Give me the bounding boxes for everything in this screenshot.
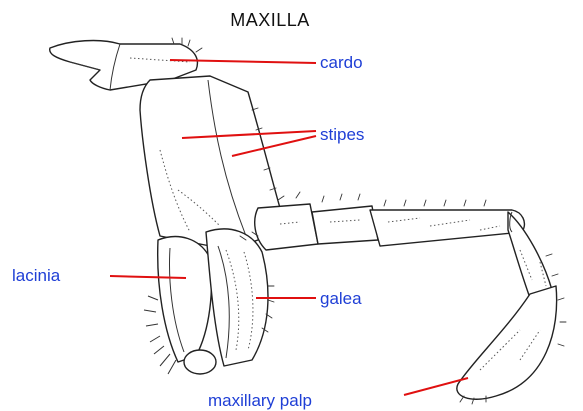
diagram-title: MAXILLA: [230, 10, 310, 30]
label-stipes: stipes: [320, 125, 364, 144]
palp-part: [255, 204, 557, 399]
label-lacinia: lacinia: [12, 266, 61, 285]
label-maxillary-palp: maxillary palp: [208, 391, 312, 410]
maxilla-drawing: [50, 38, 566, 404]
label-galea: galea: [320, 289, 362, 308]
lacinia-part: [144, 237, 216, 374]
label-cardo: cardo: [320, 53, 363, 72]
